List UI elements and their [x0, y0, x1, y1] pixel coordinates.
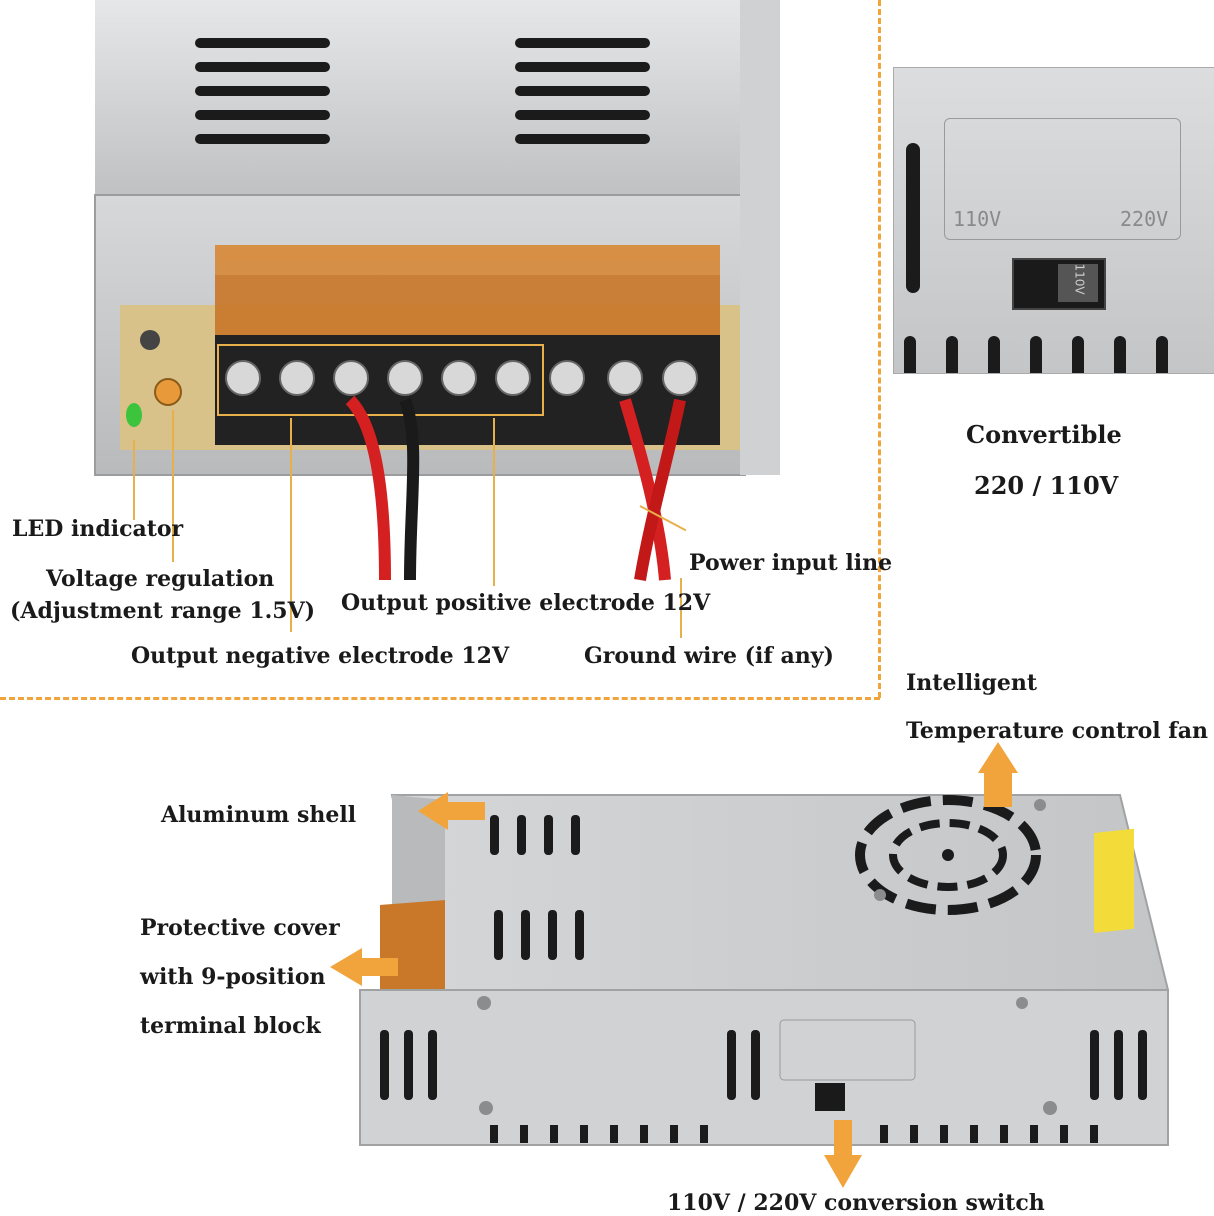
side-vent-slot — [906, 143, 920, 293]
unit-voltage-switch — [815, 1083, 845, 1111]
selector-220-text: 220V — [1120, 207, 1169, 231]
aluminum-shell-edge — [392, 795, 445, 905]
unit-terminal-cover — [380, 900, 445, 990]
input-wire-red-2 — [634, 398, 686, 581]
label-power-input: Power input line — [689, 550, 893, 576]
leader-led — [133, 440, 135, 520]
label-output-positive: Output positive electrode 12V — [341, 590, 711, 616]
label-protective-cover: Protective cover — [140, 915, 340, 941]
voltage-selector-switch[interactable]: 110V — [1012, 258, 1106, 310]
label-aluminum-shell: Aluminum shell — [161, 802, 357, 828]
label-output-negative: Output negative electrode 12V — [131, 643, 510, 669]
label-ground-wire: Ground wire (if any) — [584, 643, 834, 669]
top-vents-left — [195, 38, 330, 144]
arrow-switch-icon — [834, 1120, 852, 1160]
output-terminals-highlight — [217, 344, 544, 416]
bottom-vents — [904, 336, 1204, 373]
callout-arrows — [330, 742, 1018, 1188]
label-terminal-block: terminal block — [140, 1013, 321, 1039]
output-wire-black — [399, 397, 420, 581]
selector-110-text: 110V — [953, 207, 1002, 231]
unit-screws — [477, 799, 1057, 1115]
unit-switch-sticker — [779, 1019, 916, 1081]
top-vents-right — [515, 38, 650, 144]
yellow-terminal-label — [1094, 828, 1134, 934]
label-adjustment-range: (Adjustment range 1.5V) — [10, 598, 316, 624]
arrow-cover-icon — [360, 958, 398, 976]
label-led-indicator: LED indicator — [12, 516, 184, 542]
leader-positive — [493, 418, 495, 586]
dashed-divider-vertical — [878, 0, 881, 698]
arrow-fan-icon — [984, 773, 1012, 807]
selector-sticker: 110V 220V — [944, 118, 1181, 240]
case-top-panel — [95, 0, 745, 195]
temperature-control-fan — [855, 795, 1041, 915]
label-voltage-regulation: Voltage regulation — [46, 566, 275, 592]
leader-voltage — [172, 410, 174, 562]
label-conversion-switch: 110V / 220V conversion switch — [667, 1190, 1045, 1216]
unit-bottom-slots — [490, 1125, 1098, 1143]
label-convertible: Convertible — [966, 420, 1122, 449]
terminal-screws — [225, 360, 698, 396]
label-temperature-control-fan: Temperature control fan — [906, 718, 1208, 744]
led-lamp — [126, 403, 142, 427]
label-220-110v: 220 / 110V — [974, 471, 1119, 500]
leader-negative — [290, 418, 292, 632]
dashed-divider-horizontal — [0, 697, 880, 700]
unit-top-surface — [390, 794, 1170, 991]
label-with-9-position: with 9-position — [140, 964, 326, 990]
input-wire-red-1 — [619, 398, 671, 581]
potentiometer — [154, 378, 182, 406]
terminal-closeup-illustration — [94, 0, 780, 581]
unit-front-vents — [380, 1030, 1147, 1100]
output-wire-red — [345, 395, 391, 581]
leader-ground — [680, 578, 682, 638]
switch-closeup-photo: 110V 220V 110V — [893, 67, 1214, 374]
label-intelligent: Intelligent — [906, 670, 1038, 696]
arrow-shell-icon — [445, 802, 485, 820]
unit-top-vents — [490, 815, 584, 960]
unit-front-face — [359, 989, 1169, 1146]
switch-110v-text: 110V — [1072, 263, 1087, 295]
